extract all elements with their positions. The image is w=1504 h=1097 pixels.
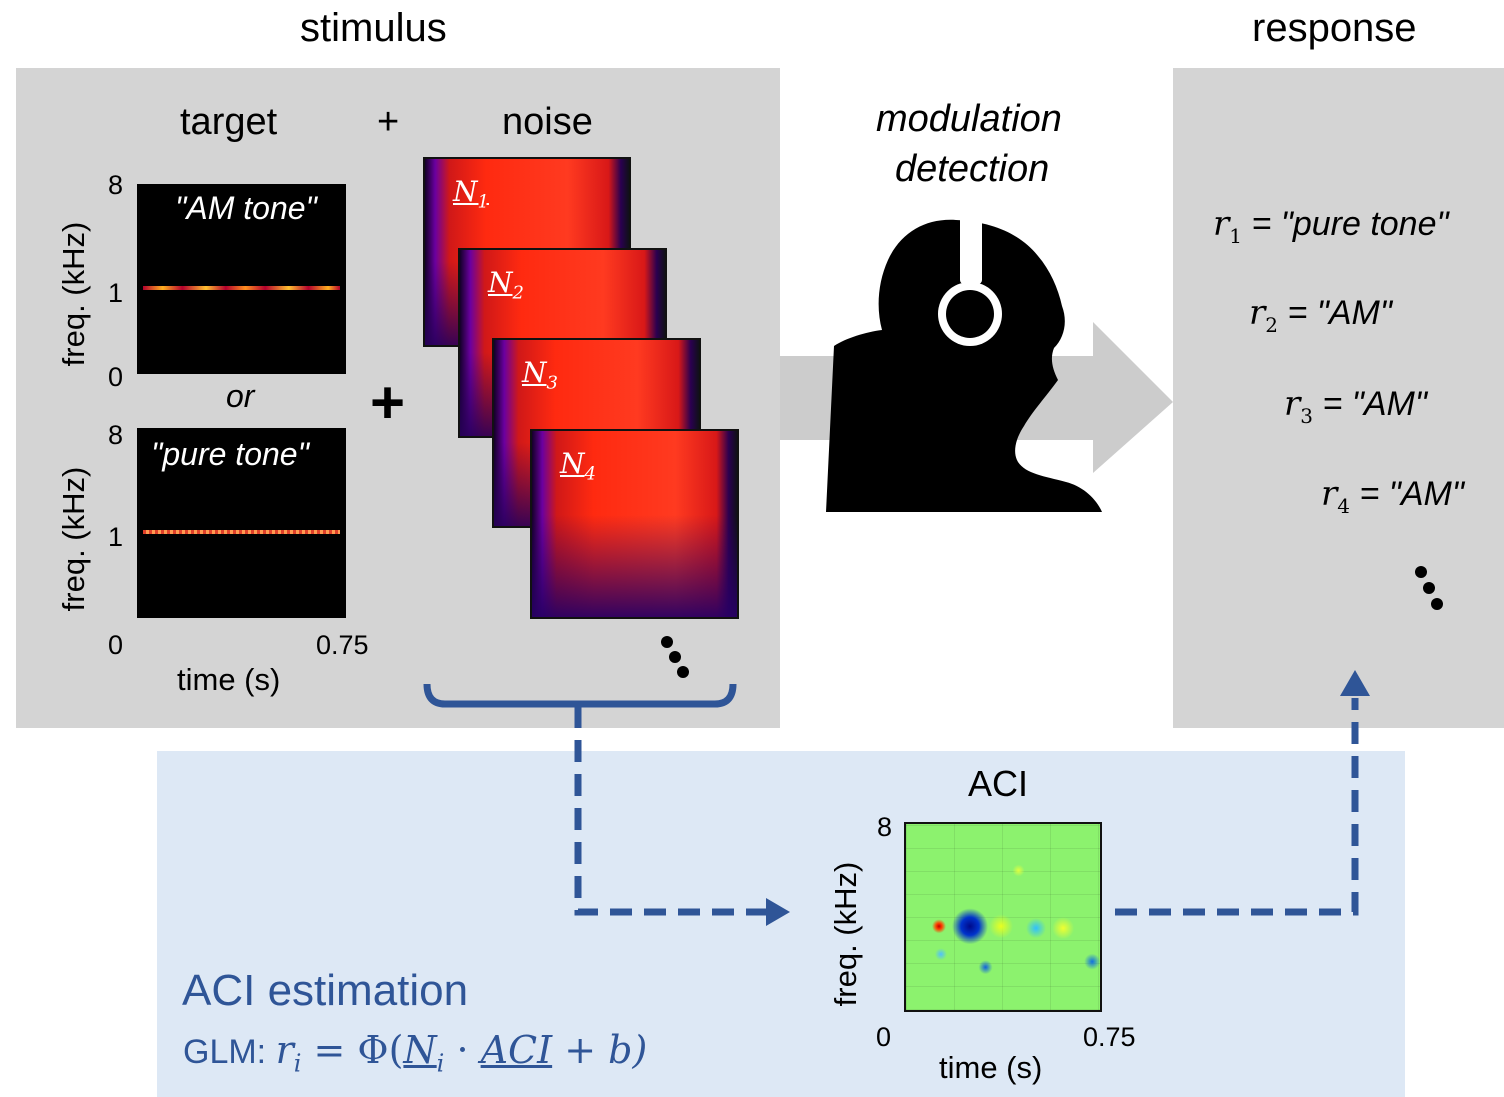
noise-label: noise (502, 101, 593, 143)
response-3: r3 = "AM" (1284, 384, 1427, 428)
aci-map (904, 822, 1102, 1012)
task-label-line2: detection (895, 148, 1050, 190)
pure-tone-label: "pure tone" (151, 436, 309, 472)
response-ellipsis-dot-1 (1415, 566, 1427, 578)
y-tick-top-2: 8 (108, 420, 124, 450)
noise-ellipsis-dot-3 (677, 666, 689, 678)
x-tick-end: 0.75 (316, 630, 369, 660)
glm-formula: GLM: ri = Φ(Ni · ACI + b) (183, 1028, 648, 1078)
freq-axis-label-1: freq. (kHz) (56, 221, 91, 367)
plus-small: + (377, 101, 400, 143)
aci-time-axis-label: time (s) (939, 1050, 1043, 1085)
x-tick-start: 0 (108, 630, 124, 660)
noise-label-4: N4 (560, 447, 596, 485)
y-tick-zero-1: 0 (108, 362, 124, 392)
response-panel (1173, 68, 1504, 728)
y-tick-mid-1: 1 (108, 278, 124, 308)
am-tone-spectrogram: "AM tone" (137, 184, 346, 374)
response-2: r2 = "AM" (1249, 293, 1392, 337)
aci-title: ACI (968, 763, 1029, 804)
target-label: target (180, 101, 278, 143)
task-label-line1: modulation (876, 98, 1062, 140)
noise-label-2: N2 (488, 266, 524, 304)
freq-axis-label-2: freq. (kHz) (56, 466, 91, 612)
aci-y-tick-top: 8 (877, 812, 893, 842)
response-4: r4 = "AM" (1321, 474, 1464, 518)
aci-x-tick-end: 0.75 (1083, 1022, 1136, 1052)
arrow-head-to-aci (766, 898, 790, 926)
noise-ellipsis-dot-2 (669, 651, 681, 663)
dashed-flow-arrows (574, 670, 1370, 926)
time-axis-label: time (s) (177, 662, 281, 697)
response-ellipsis-dot-3 (1431, 598, 1443, 610)
arrow-head-to-response (1340, 670, 1370, 696)
plus-big: + (370, 369, 406, 436)
pure-tone-line (143, 530, 340, 534)
noise-ellipsis-dot-1 (661, 636, 673, 648)
stimulus-title: stimulus (300, 6, 447, 50)
response-ellipsis-dot-2 (1423, 582, 1435, 594)
noise-spectrogram-4: N4 (530, 429, 739, 619)
response-title: response (1252, 6, 1417, 50)
pure-tone-spectrogram: "pure tone" (137, 428, 346, 618)
noise-label-3: N3 (522, 356, 558, 394)
am-tone-label: "AM tone" (175, 190, 317, 226)
y-tick-top-1: 8 (108, 170, 124, 200)
aci-x-tick-start: 0 (876, 1022, 892, 1052)
listener-silhouette-icon (826, 214, 1102, 512)
noise-label-1: N1 (453, 175, 489, 213)
aci-freq-axis-label: freq. (kHz) (828, 861, 863, 1007)
am-tone-line (143, 286, 340, 290)
noise-brace (423, 683, 737, 708)
response-1: r1 = "pure tone" (1213, 204, 1449, 248)
or-label: or (226, 378, 255, 414)
aci-estimation-label: ACI estimation (182, 966, 469, 1015)
aci-estimation-panel (157, 751, 1405, 1097)
glm-prefix: GLM: (183, 1033, 276, 1071)
y-tick-mid-2: 1 (108, 522, 124, 552)
